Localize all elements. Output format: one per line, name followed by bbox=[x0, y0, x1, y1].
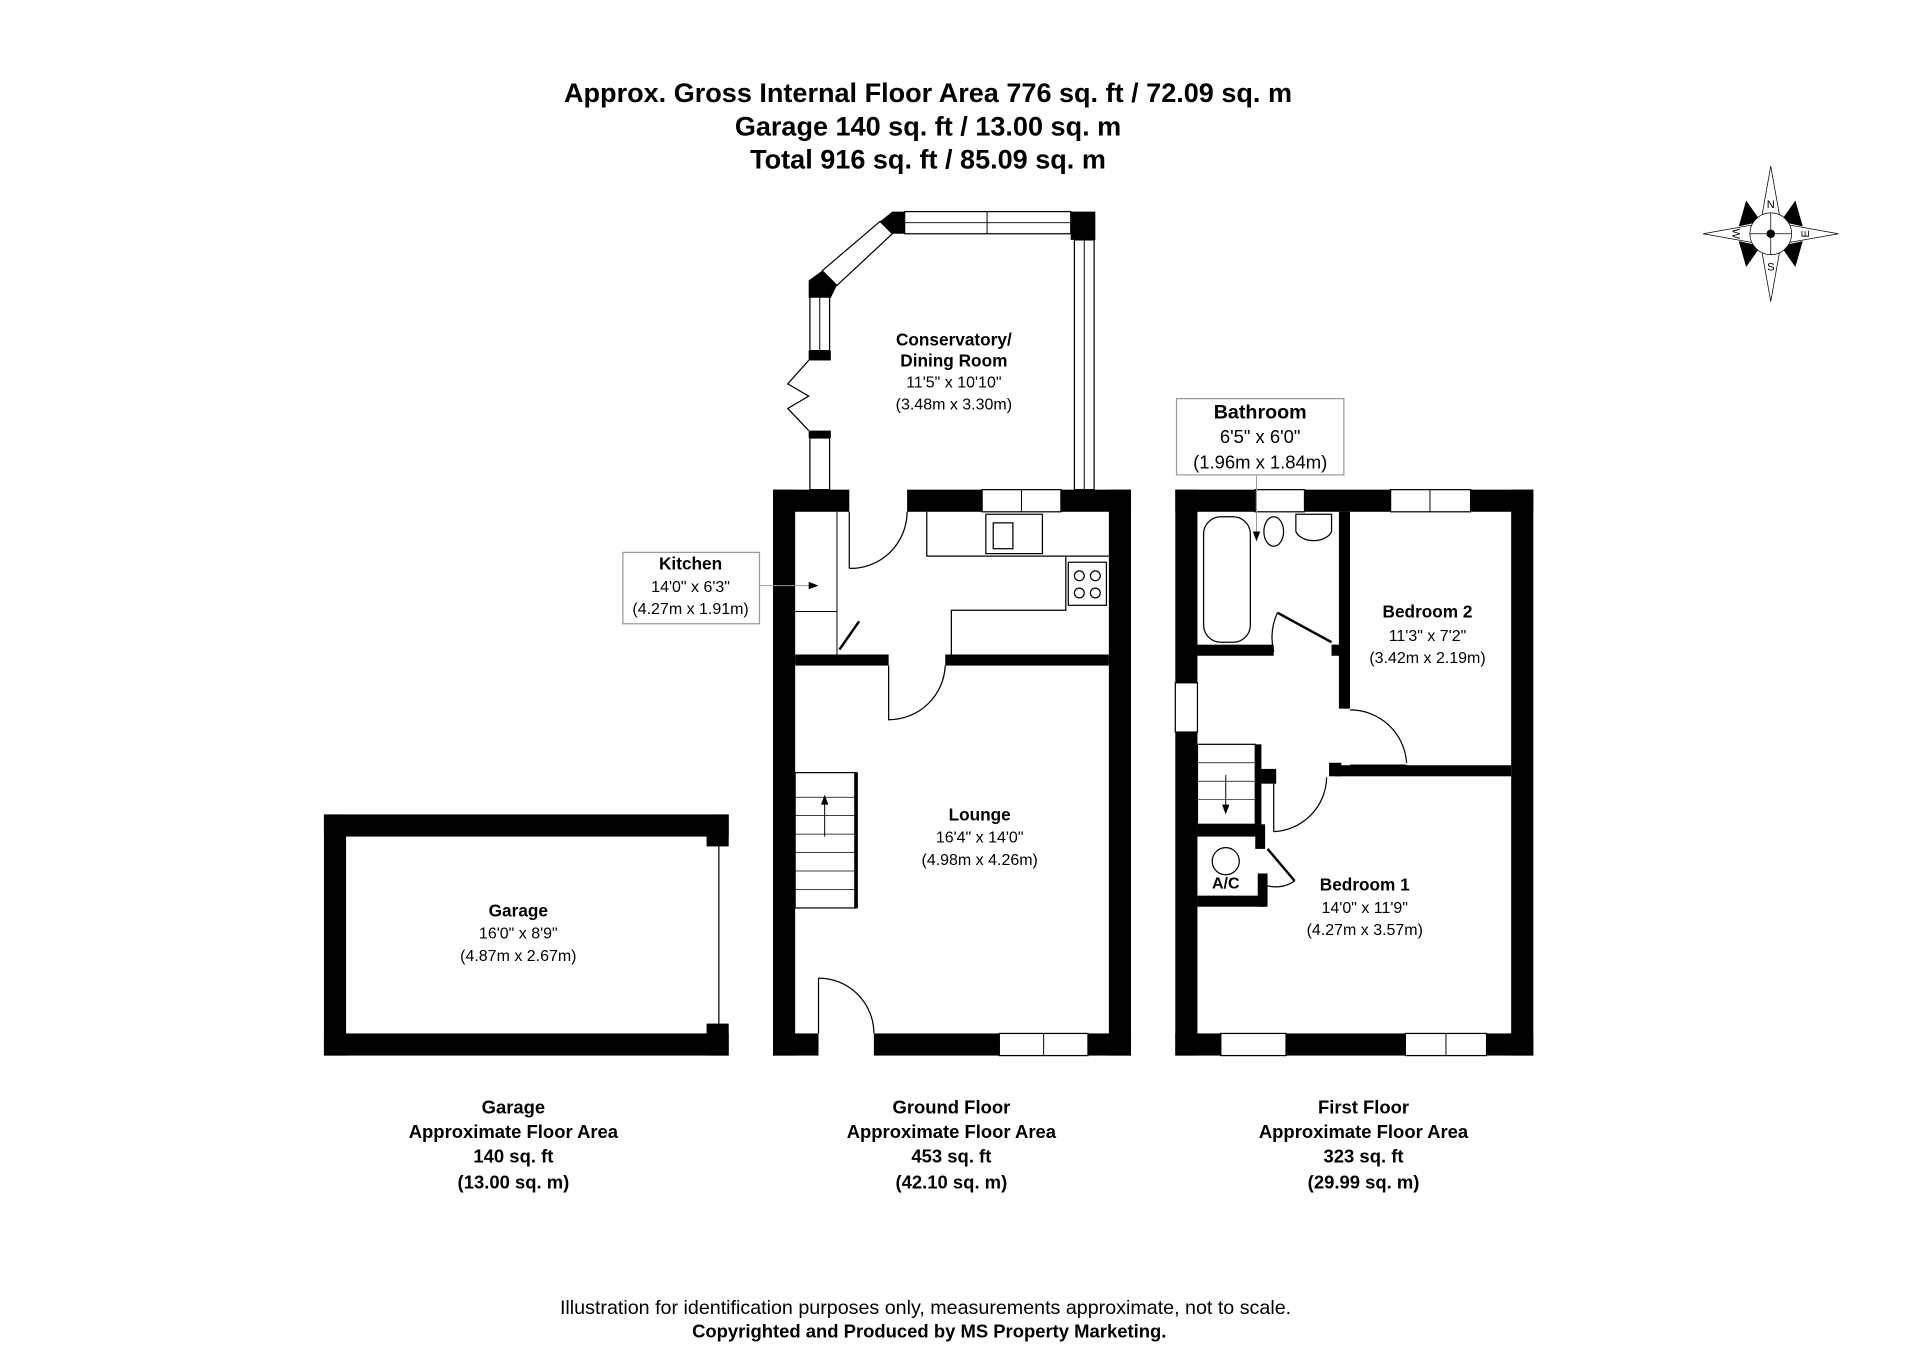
bedroom2-metric: (3.42m x 2.19m) bbox=[1369, 650, 1485, 667]
conservatory-imperial: 11'5" x 10'10" bbox=[906, 375, 1001, 392]
stairs bbox=[794, 772, 858, 909]
bathroom-label: Bathroom 6'5" x 6'0" (1.96m x 1.84m) bbox=[1175, 397, 1345, 542]
compass-e: E bbox=[1800, 230, 1812, 237]
floor-area-label: Approximate Floor Area bbox=[847, 1121, 1057, 1142]
garage: Garage 16'0" x 8'9" (4.87m x 2.67m) bbox=[323, 814, 729, 1056]
bathroom-metric: (1.96m x 1.84m) bbox=[1193, 452, 1327, 473]
garage-metric: (4.87m x 2.67m) bbox=[460, 948, 576, 965]
floor-area-sqm: (13.00 sq. m) bbox=[458, 1171, 570, 1192]
bedroom1-metric: (4.27m x 3.57m) bbox=[1307, 922, 1423, 939]
lounge-name: Lounge bbox=[949, 805, 1011, 825]
kitchen-metric: (4.27m x 1.91m) bbox=[632, 601, 748, 618]
copyright: Copyrighted and Produced by MS Property … bbox=[692, 1320, 1166, 1341]
bathroom-imperial: 6'5" x 6'0" bbox=[1220, 426, 1301, 447]
floor-summary-garage: Garage Approximate Floor Area 140 sq. ft… bbox=[409, 1096, 619, 1192]
compass-w: W bbox=[1730, 229, 1742, 240]
bedroom1-name: Bedroom 1 bbox=[1320, 875, 1410, 895]
first-floor: A/C Bedroom 2 11'3" x 7'2" (3.42m x 2.19… bbox=[1174, 489, 1534, 1057]
bedroom2-name: Bedroom 2 bbox=[1383, 602, 1473, 622]
bedroom1-imperial: 14'0" x 11'9" bbox=[1322, 900, 1408, 917]
header-line-1: Approx. Gross Internal Floor Area 776 sq… bbox=[564, 78, 1292, 108]
disclaimer: Illustration for identification purposes… bbox=[560, 1297, 1291, 1319]
kitchen-imperial: 14'0" x 6'3" bbox=[651, 579, 730, 596]
ac-cupboard-label: A/C bbox=[1212, 875, 1240, 892]
garage-imperial: 16'0" x 8'9" bbox=[479, 926, 558, 943]
garage-name: Garage bbox=[489, 901, 548, 921]
conservatory-name-2: Dining Room bbox=[900, 351, 1007, 371]
floor-summary-first: First Floor Approximate Floor Area 323 s… bbox=[1259, 1096, 1469, 1192]
floor-area-label: Approximate Floor Area bbox=[1259, 1121, 1469, 1142]
lounge-imperial: 16'4" x 14'0" bbox=[936, 830, 1024, 847]
ground-floor: Lounge 16'4" x 14'0" (4.98m x 4.26m) bbox=[772, 489, 1132, 1057]
conservatory-metric: (3.48m x 3.30m) bbox=[896, 397, 1012, 414]
compass-n: N bbox=[1767, 199, 1775, 211]
floor-summary-ground: Ground Floor Approximate Floor Area 453 … bbox=[847, 1096, 1057, 1192]
bathroom-name: Bathroom bbox=[1214, 401, 1307, 423]
floor-name: Garage bbox=[482, 1096, 546, 1117]
compass-icon: N S E W bbox=[1703, 166, 1839, 302]
header-line-2: Garage 140 sq. ft / 13.00 sq. m bbox=[735, 111, 1121, 141]
compass-s: S bbox=[1767, 262, 1774, 274]
kitchen-label: Kitchen 14'0" x 6'3" (4.27m x 1.91m) bbox=[622, 551, 819, 625]
bedroom2-imperial: 11'3" x 7'2" bbox=[1389, 628, 1467, 645]
kitchen-name: Kitchen bbox=[659, 554, 722, 574]
stairs bbox=[1196, 743, 1262, 837]
floor-area-sqm: (29.99 sq. m) bbox=[1308, 1171, 1420, 1192]
conservatory: Conservatory/ Dining Room 11'5" x 10'10"… bbox=[786, 210, 1096, 491]
header: Approx. Gross Internal Floor Area 776 sq… bbox=[564, 78, 1292, 174]
floor-area-label: Approximate Floor Area bbox=[409, 1121, 619, 1142]
floor-area-sqft: 453 sq. ft bbox=[911, 1146, 991, 1167]
conservatory-name-1: Conservatory/ bbox=[896, 330, 1012, 350]
header-line-3: Total 916 sq. ft / 85.09 sq. m bbox=[750, 145, 1106, 175]
floor-name: First Floor bbox=[1318, 1096, 1409, 1117]
floor-area-sqm: (42.10 sq. m) bbox=[896, 1171, 1008, 1192]
floor-area-sqft: 140 sq. ft bbox=[473, 1146, 553, 1167]
floor-area-sqft: 323 sq. ft bbox=[1324, 1146, 1404, 1167]
floor-name: Ground Floor bbox=[892, 1096, 1010, 1117]
lounge-metric: (4.98m x 4.26m) bbox=[921, 852, 1037, 869]
